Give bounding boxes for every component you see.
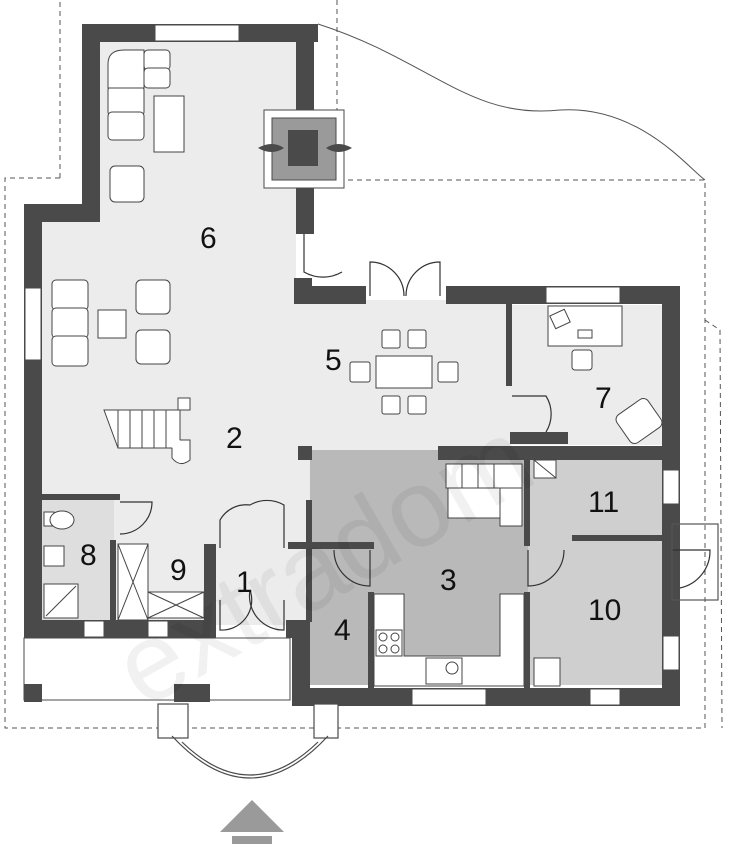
room-label-6: 6: [200, 222, 217, 255]
room-label-8: 8: [80, 539, 97, 572]
room-label-4: 4: [334, 614, 351, 647]
room-label-10: 10: [588, 594, 621, 627]
floor-living-area: [42, 42, 510, 625]
furniture: [43, 49, 663, 687]
entrance: [157, 703, 339, 779]
fireplace: [258, 109, 352, 189]
up-arrow-icon: [220, 800, 284, 832]
room-labels: 6 5 7 2 11 8 9 1 3 10 4: [80, 222, 621, 647]
room-label-1: 1: [236, 566, 253, 599]
windows: [24, 24, 680, 706]
up-arrow-icon-base: [232, 836, 272, 844]
terrace-outline: [4, 0, 723, 729]
floors: [23, 42, 662, 701]
doors: [119, 234, 719, 631]
room-label-2: 2: [226, 422, 243, 455]
room-label-11: 11: [588, 486, 619, 519]
floor-porch: [23, 637, 291, 701]
room-label-3: 3: [440, 564, 457, 597]
room-label-9: 9: [170, 554, 187, 587]
room-label-5: 5: [325, 344, 342, 377]
room-label-7: 7: [595, 382, 612, 415]
